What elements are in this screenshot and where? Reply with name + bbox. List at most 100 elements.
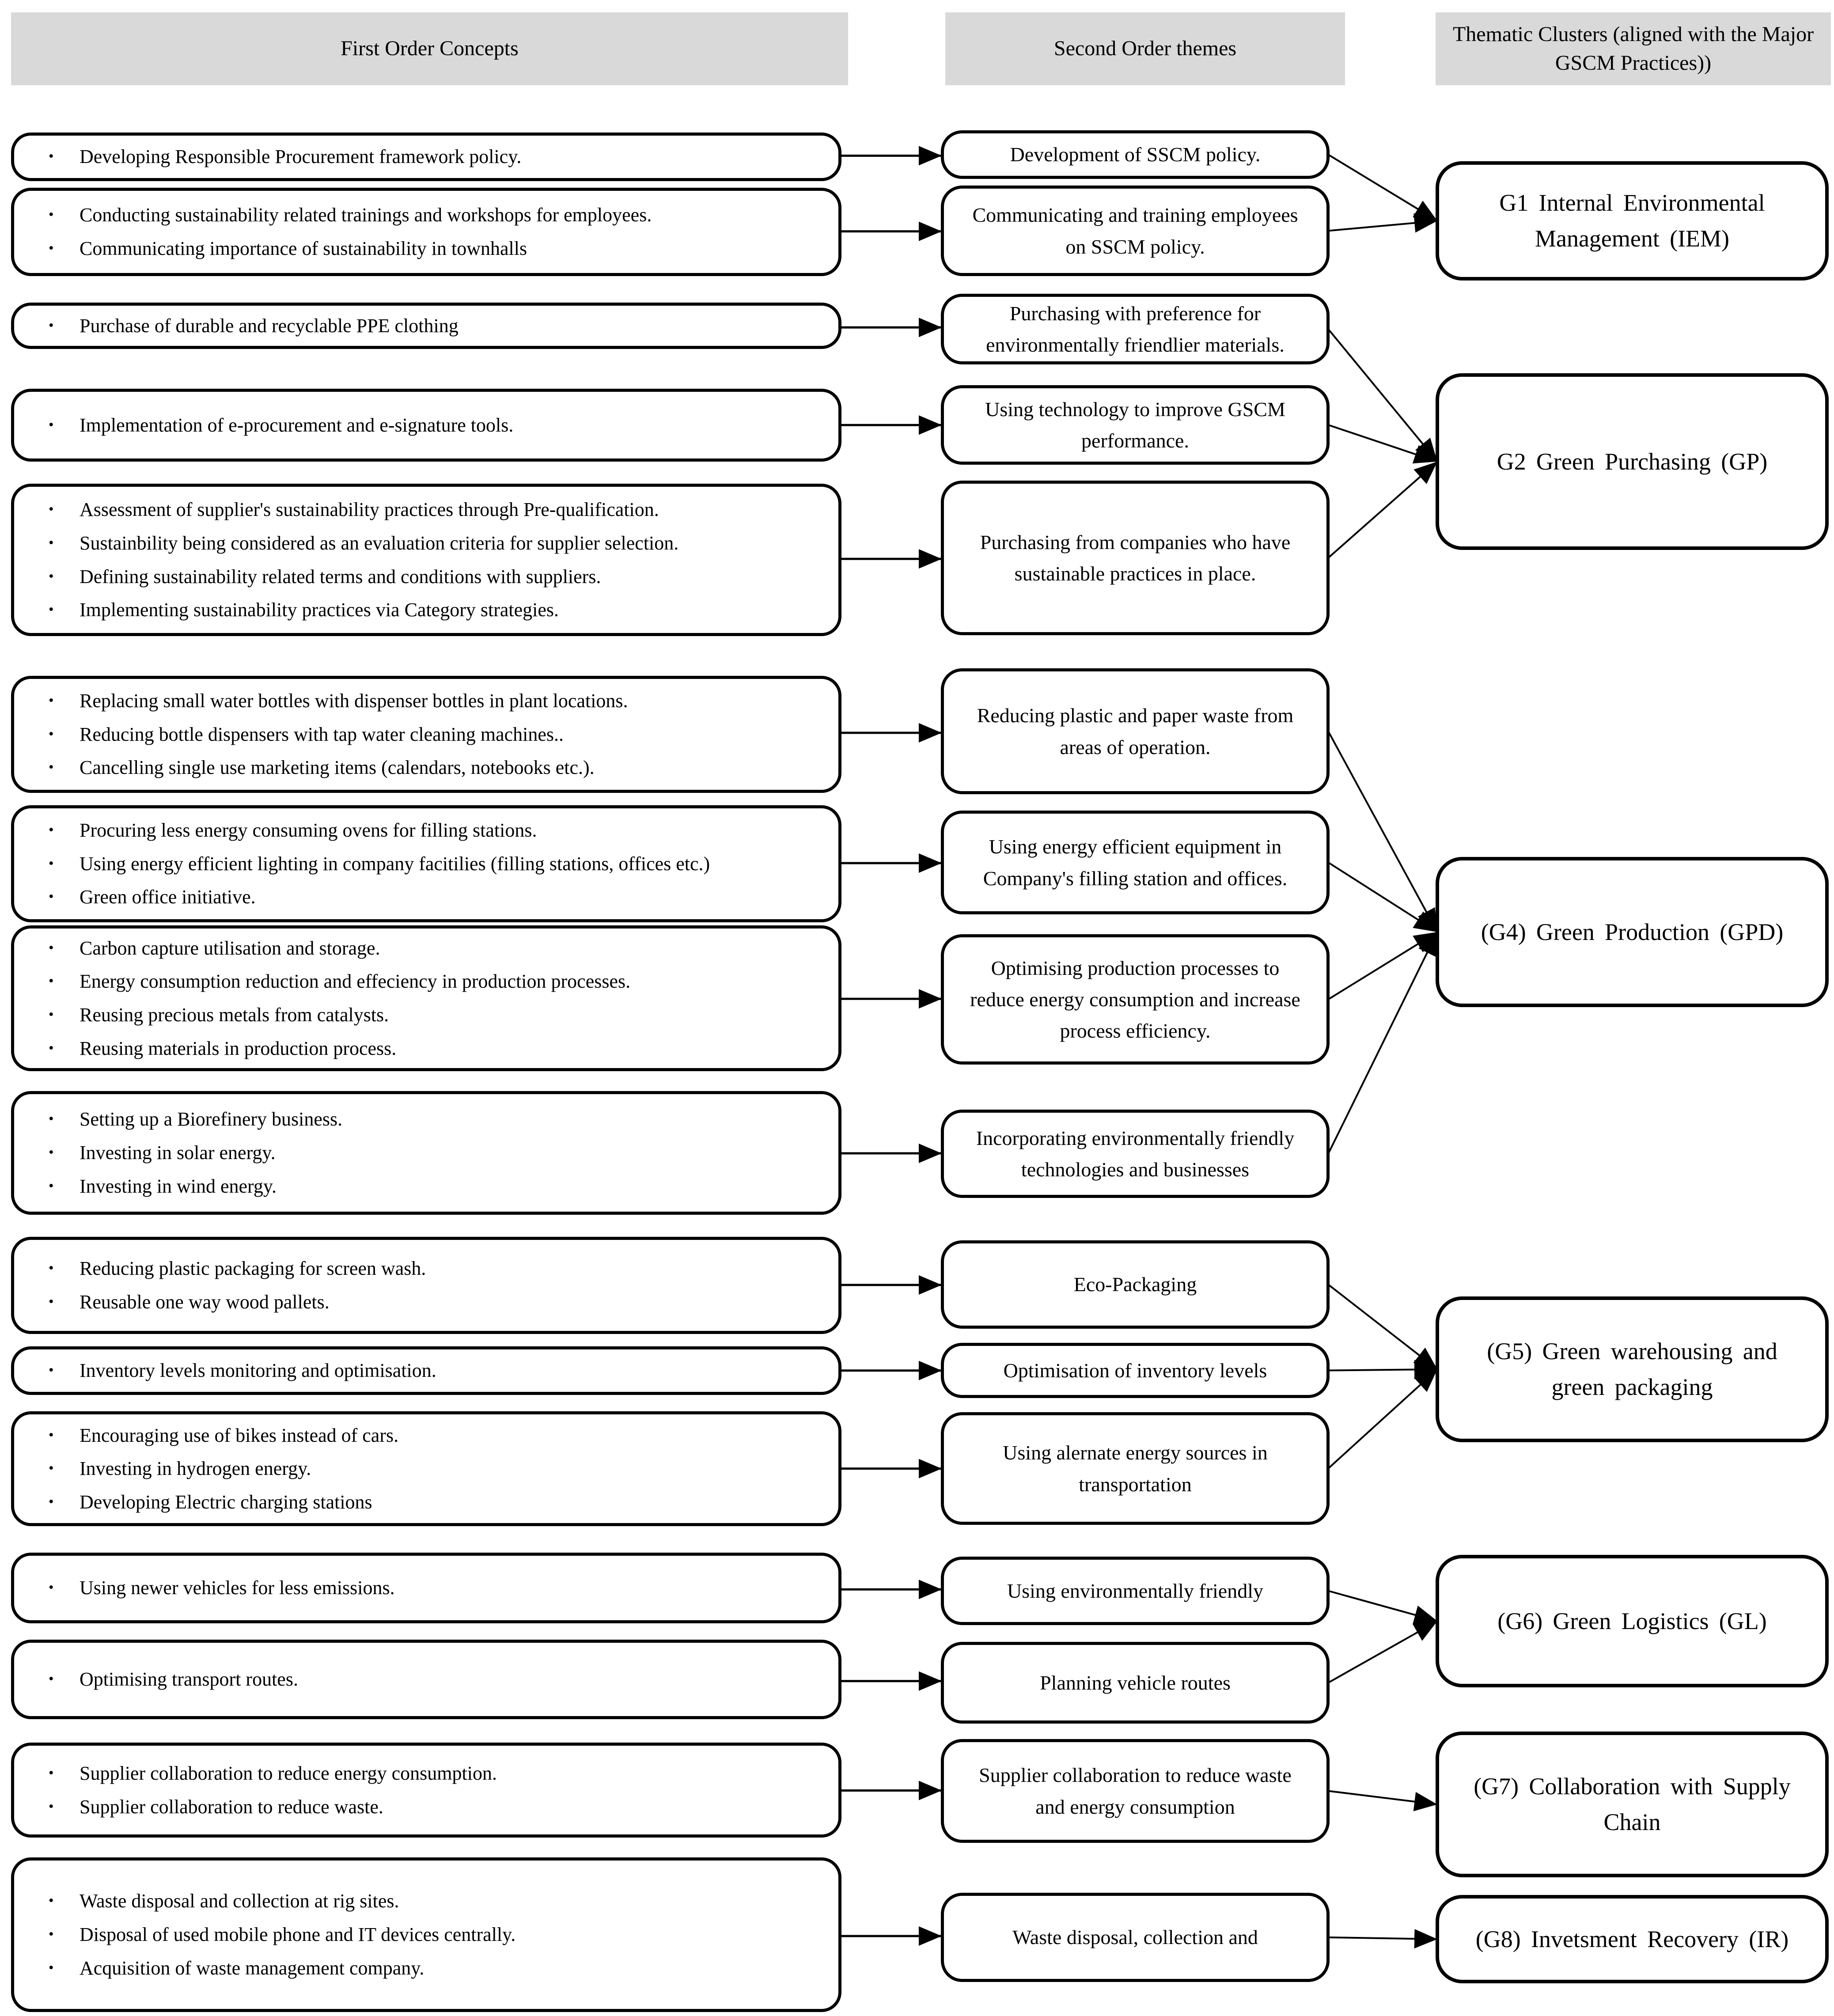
concept-box: Implementation of e-procurement and e-si… xyxy=(11,389,841,462)
concept-bullets: Replacing small water bottles with dispe… xyxy=(27,684,821,784)
concept-box: Replacing small water bottles with dispe… xyxy=(11,676,841,793)
concept-bullet: Developing Electric charging stations xyxy=(27,1485,821,1519)
theme-label: Waste disposal, collection and xyxy=(1012,1926,1258,1949)
header-second-order-themes: Second Order themes xyxy=(945,12,1345,85)
cluster-label: (G6) Green Logistics (GL) xyxy=(1497,1607,1767,1634)
theme-label: Optimisation of inventory levels xyxy=(1003,1359,1267,1382)
theme-label: Purchasing from companies who have susta… xyxy=(980,531,1291,585)
concept-bullet: Using energy efficient lighting in compa… xyxy=(27,847,821,881)
concept-bullets: Developing Responsible Procurement frame… xyxy=(27,140,821,174)
concept-bullet: Purchase of durable and recyclable PPE c… xyxy=(27,309,821,343)
concept-bullet: Procuring less energy consuming ovens fo… xyxy=(27,814,821,847)
concept-box: Carbon capture utilisation and storage.E… xyxy=(11,925,841,1071)
concept-bullets: Procuring less energy consuming ovens fo… xyxy=(27,814,821,914)
theme-label: Purchasing with preference for environme… xyxy=(986,302,1285,356)
concept-bullet: Setting up a Biorefinery business. xyxy=(27,1103,821,1136)
concept-bullets: Reducing plastic packaging for screen wa… xyxy=(27,1252,821,1319)
concept-bullets: Optimising transport routes. xyxy=(27,1663,821,1696)
concept-bullet: Using newer vehicles for less emissions. xyxy=(27,1571,821,1605)
cluster-label: (G4) Green Production (GPD) xyxy=(1481,918,1784,945)
concept-bullet: Reusing precious metals from catalysts. xyxy=(27,998,821,1032)
concept-bullet: Replacing small water bottles with dispe… xyxy=(27,684,821,718)
concept-box: Developing Responsible Procurement frame… xyxy=(11,133,841,181)
theme-box: Using alernate energy sources in transpo… xyxy=(941,1412,1330,1525)
cluster-label: G2 Green Purchasing (GP) xyxy=(1497,448,1768,475)
theme-label: Eco-Packaging xyxy=(1073,1273,1197,1296)
concept-bullets: Supplier collaboration to reduce energy … xyxy=(27,1757,821,1823)
theme-label: Supplier collaboration to reduce waste a… xyxy=(979,1764,1292,1818)
theme-label: Communicating and training employees on … xyxy=(972,204,1298,258)
theme-label: Using alernate energy sources in transpo… xyxy=(1003,1441,1268,1496)
concept-bullet: Green office initiative. xyxy=(27,880,821,914)
concept-box: Optimising transport routes. xyxy=(11,1640,841,1719)
cluster-box-g2-gp: G2 Green Purchasing (GP) xyxy=(1436,373,1829,550)
concept-bullets: Setting up a Biorefinery business.Invest… xyxy=(27,1103,821,1203)
concept-bullet: Implementation of e-procurement and e-si… xyxy=(27,409,821,442)
concept-bullet: Cancelling single use marketing items (c… xyxy=(27,751,821,784)
theme-box: Optimisation of inventory levels xyxy=(941,1343,1330,1398)
concept-bullets: Waste disposal and collection at rig sit… xyxy=(27,1884,821,1985)
concept-bullet: Acquisition of waste management company. xyxy=(27,1952,821,1985)
concept-bullets: Conducting sustainability related traini… xyxy=(27,198,821,265)
concept-bullet: Communicating importance of sustainabili… xyxy=(27,232,821,265)
concept-box: Procuring less energy consuming ovens fo… xyxy=(11,805,841,922)
concept-bullet: Developing Responsible Procurement frame… xyxy=(27,140,821,174)
header-thematic-clusters-label: Thematic Clusters (aligned with the Majo… xyxy=(1452,22,1814,75)
theme-label: Optimising production processes to reduc… xyxy=(970,956,1300,1042)
theme-box: Reducing plastic and paper waste from ar… xyxy=(941,668,1330,794)
theme-label: Reducing plastic and paper waste from ar… xyxy=(977,704,1294,758)
theme-box: Planning vehicle routes xyxy=(941,1642,1330,1724)
concept-bullet: Energy consumption reduction and effecie… xyxy=(27,965,821,998)
concept-bullets: Assessment of supplier's sustainability … xyxy=(27,493,821,627)
theme-box: Communicating and training employees on … xyxy=(941,186,1330,276)
cluster-box-g7-collaboration: (G7) Collaboration with Supply Chain xyxy=(1436,1732,1829,1877)
theme-box: Using energy efficient equipment in Comp… xyxy=(941,811,1330,914)
concept-bullet: Supplier collaboration to reduce waste. xyxy=(27,1790,821,1824)
cluster-label: (G7) Collaboration with Supply Chain xyxy=(1474,1773,1791,1835)
cluster-label: G1 Internal Environmental Management (IE… xyxy=(1499,189,1765,252)
concept-box: Conducting sustainability related traini… xyxy=(11,188,841,276)
cluster-box-g1-iem: G1 Internal Environmental Management (IE… xyxy=(1436,161,1829,280)
cluster-box-g8-ir: (G8) Invetsment Recovery (IR) xyxy=(1436,1895,1829,1983)
concept-box: Reducing plastic packaging for screen wa… xyxy=(11,1237,841,1334)
theme-box: Using environmentally friendly xyxy=(941,1557,1330,1625)
theme-box: Using technology to improve GSCM perform… xyxy=(941,385,1330,465)
cluster-label: (G8) Invetsment Recovery (IR) xyxy=(1475,1925,1789,1952)
header-thematic-clusters: Thematic Clusters (aligned with the Majo… xyxy=(1436,12,1831,85)
theme-label: Using technology to improve GSCM perform… xyxy=(985,398,1285,452)
concept-bullet: Disposal of used mobile phone and IT dev… xyxy=(27,1918,821,1952)
concept-bullet: Reducing plastic packaging for screen wa… xyxy=(27,1252,821,1285)
concept-bullet: Waste disposal and collection at rig sit… xyxy=(27,1884,821,1918)
concept-box: Encouraging use of bikes instead of cars… xyxy=(11,1411,841,1526)
theme-label: Incorporating environmentally friendly t… xyxy=(976,1126,1295,1181)
concept-bullet: Investing in wind energy. xyxy=(27,1170,821,1203)
theme-box: Supplier collaboration to reduce waste a… xyxy=(941,1739,1330,1843)
theme-box: Waste disposal, collection and xyxy=(941,1893,1330,1982)
theme-box: Purchasing from companies who have susta… xyxy=(941,481,1330,635)
concept-box: Supplier collaboration to reduce energy … xyxy=(11,1743,841,1838)
concept-bullet: Defining sustainability related terms an… xyxy=(27,560,821,594)
theme-box: Eco-Packaging xyxy=(941,1240,1330,1329)
concept-bullets: Inventory levels monitoring and optimisa… xyxy=(27,1354,821,1387)
concept-bullets: Encouraging use of bikes instead of cars… xyxy=(27,1419,821,1519)
theme-label: Development of SSCM policy. xyxy=(1010,143,1261,166)
concept-bullets: Carbon capture utilisation and storage.E… xyxy=(27,932,821,1065)
concept-bullet: Investing in solar energy. xyxy=(27,1136,821,1170)
concept-box: Inventory levels monitoring and optimisa… xyxy=(11,1346,841,1395)
concept-box: Assessment of supplier's sustainability … xyxy=(11,484,841,636)
cluster-box-g6-gl: (G6) Green Logistics (GL) xyxy=(1436,1555,1829,1687)
concept-box: Purchase of durable and recyclable PPE c… xyxy=(11,303,841,349)
concept-box: Using newer vehicles for less emissions. xyxy=(11,1553,841,1623)
theme-box: Purchasing with preference for environme… xyxy=(941,294,1330,364)
theme-box: Optimising production processes to reduc… xyxy=(941,934,1330,1065)
theme-label: Using environmentally friendly xyxy=(1007,1579,1263,1602)
concept-bullet: Sustainbility being considered as an eva… xyxy=(27,527,821,560)
header-first-order-concepts-label: First Order Concepts xyxy=(341,37,519,61)
concept-bullet: Conducting sustainability related traini… xyxy=(27,198,821,232)
concept-bullet: Reusable one way wood pallets. xyxy=(27,1285,821,1319)
concept-bullet: Reducing bottle dispensers with tap wate… xyxy=(27,718,821,751)
concept-box: Setting up a Biorefinery business.Invest… xyxy=(11,1091,841,1215)
header-second-order-themes-label: Second Order themes xyxy=(1053,37,1237,61)
concept-bullet: Investing in hydrogen energy. xyxy=(27,1452,821,1485)
